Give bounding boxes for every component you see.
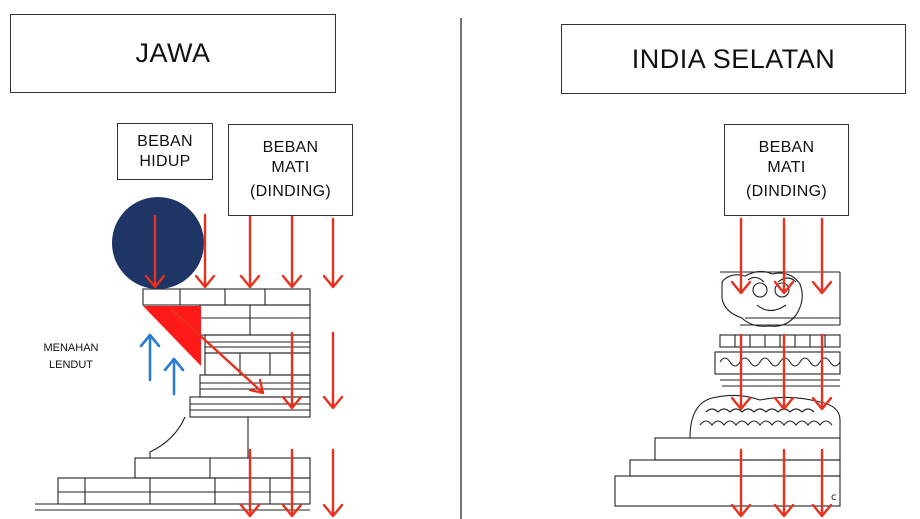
load-arrow	[281, 448, 303, 518]
resist-deflection-line2: LENDUT	[48, 359, 93, 372]
load-arrow	[281, 214, 303, 289]
jawa-title: JAWA	[135, 38, 211, 68]
cantilever-triangle	[143, 306, 201, 366]
support-arrow	[163, 357, 185, 396]
india-dead-load-line3: (DINDING)	[746, 183, 827, 200]
load-arrow	[239, 214, 261, 289]
load-arrow	[730, 217, 752, 295]
india-title: INDIA SELATAN	[631, 43, 836, 74]
jawa-dead-load-line3: (DINDING)	[250, 183, 331, 200]
india-temple-drawing: c	[614, 270, 841, 507]
resist-deflection-label: MENAHAN LENDUT	[36, 340, 106, 374]
load-arrow	[773, 217, 795, 295]
india-dead-load-line2: MATI	[767, 159, 806, 176]
svg-text:c: c	[831, 492, 837, 503]
load-arrow	[811, 448, 833, 518]
load-arrow	[773, 448, 795, 518]
diagonal-load-arrow	[170, 308, 265, 395]
load-arrow	[730, 448, 752, 518]
resist-deflection-line1: MENAHAN	[43, 342, 99, 354]
load-arrow	[322, 448, 344, 518]
load-arrow	[730, 333, 752, 411]
load-arrow	[811, 333, 833, 411]
jawa-dead-load-line2: MATI	[271, 159, 310, 176]
live-load-line1: BEBAN	[137, 132, 193, 150]
jawa-dead-load-line1: BEBAN	[262, 139, 319, 156]
load-arrow	[811, 217, 833, 295]
india-dead-load-line1: BEBAN	[758, 139, 815, 156]
live-load-label-box: BEBAN HIDUP	[117, 123, 213, 180]
load-arrow	[144, 214, 166, 289]
load-arrow	[322, 217, 344, 289]
jawa-load-arrows	[144, 213, 344, 518]
india-load-arrows	[730, 217, 833, 518]
india-title-box: INDIA SELATAN	[561, 24, 906, 94]
load-arrow	[194, 213, 216, 289]
load-arrow	[239, 448, 261, 518]
live-load-circle	[112, 197, 204, 289]
load-arrow	[322, 331, 344, 410]
jawa-title-box: JAWA	[10, 14, 336, 93]
live-load-line2: HIDUP	[139, 152, 191, 170]
india-dead-load-label-box: BEBAN MATI (DINDING)	[724, 124, 849, 216]
jawa-dead-load-label-box: BEBAN MATI (DINDING)	[228, 124, 353, 216]
load-arrow	[773, 333, 795, 411]
load-arrow	[281, 331, 303, 410]
support-arrow	[139, 333, 161, 382]
support-arrows	[139, 333, 185, 396]
